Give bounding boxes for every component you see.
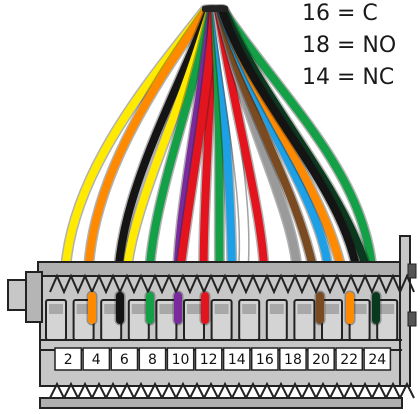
pin-number-label: 20	[312, 352, 330, 368]
pin-label-box	[82, 347, 111, 371]
wire-ends	[86, 290, 382, 326]
pin-cavity-latch	[269, 304, 284, 314]
pin-cavity-latch	[297, 304, 312, 314]
pin-label-box	[335, 347, 364, 371]
pin-label-box	[110, 347, 139, 371]
pin-number-label: 16	[256, 352, 274, 368]
pin-number-label: 4	[92, 352, 101, 368]
legend-line-normally-open: 18 = NO	[302, 33, 397, 58]
lower-rail	[39, 397, 403, 409]
pin-number-label: 18	[284, 352, 302, 368]
legend-line-common: 16 = C	[302, 1, 378, 26]
pin-number-label: 10	[172, 352, 190, 368]
pin-cavity-latch	[214, 304, 229, 314]
pin-number-label: 24	[368, 352, 386, 368]
upper-rail	[37, 261, 405, 277]
pin-label-box	[363, 347, 392, 371]
pin-cavity-latch	[131, 304, 146, 314]
pin-label-box	[138, 347, 167, 371]
pin-number-label: 8	[148, 352, 157, 368]
pin-label-box	[54, 347, 83, 371]
pin-cavity-latch	[49, 304, 63, 314]
pin-number-label: 6	[120, 352, 129, 368]
pin-label-box	[279, 347, 307, 371]
pin-label-box	[166, 347, 195, 371]
pin-cavity-latch	[380, 304, 395, 314]
pin-number-label: 14	[228, 352, 246, 368]
pin-number-label: 2	[64, 352, 73, 368]
pin-cavity-latch	[352, 304, 367, 314]
pin-label-box	[307, 347, 335, 371]
right-tab-notch	[407, 263, 417, 279]
pin-label-box	[250, 347, 279, 371]
right-tab	[399, 235, 411, 387]
right-tab-notch-lower	[407, 311, 417, 327]
cable-tie	[202, 6, 228, 12]
pin-label-box	[194, 347, 223, 371]
pin-number-label: 12	[200, 352, 218, 368]
pin-label-box	[222, 347, 251, 371]
pin-cavity-latch	[159, 304, 174, 314]
legend-line-normally-closed: 14 = NC	[302, 65, 395, 90]
upper-zigzag	[49, 273, 415, 295]
pin-number-label: 22	[340, 352, 358, 368]
pin-cavity-latch	[242, 304, 257, 314]
left-latch-mount	[25, 271, 43, 323]
connector-block	[7, 235, 417, 409]
pin-cavity-latch	[104, 304, 119, 314]
pin-cavity-latch	[76, 304, 91, 314]
pin-cavity-latch	[325, 304, 339, 314]
pin-cavity-latch	[187, 304, 201, 314]
